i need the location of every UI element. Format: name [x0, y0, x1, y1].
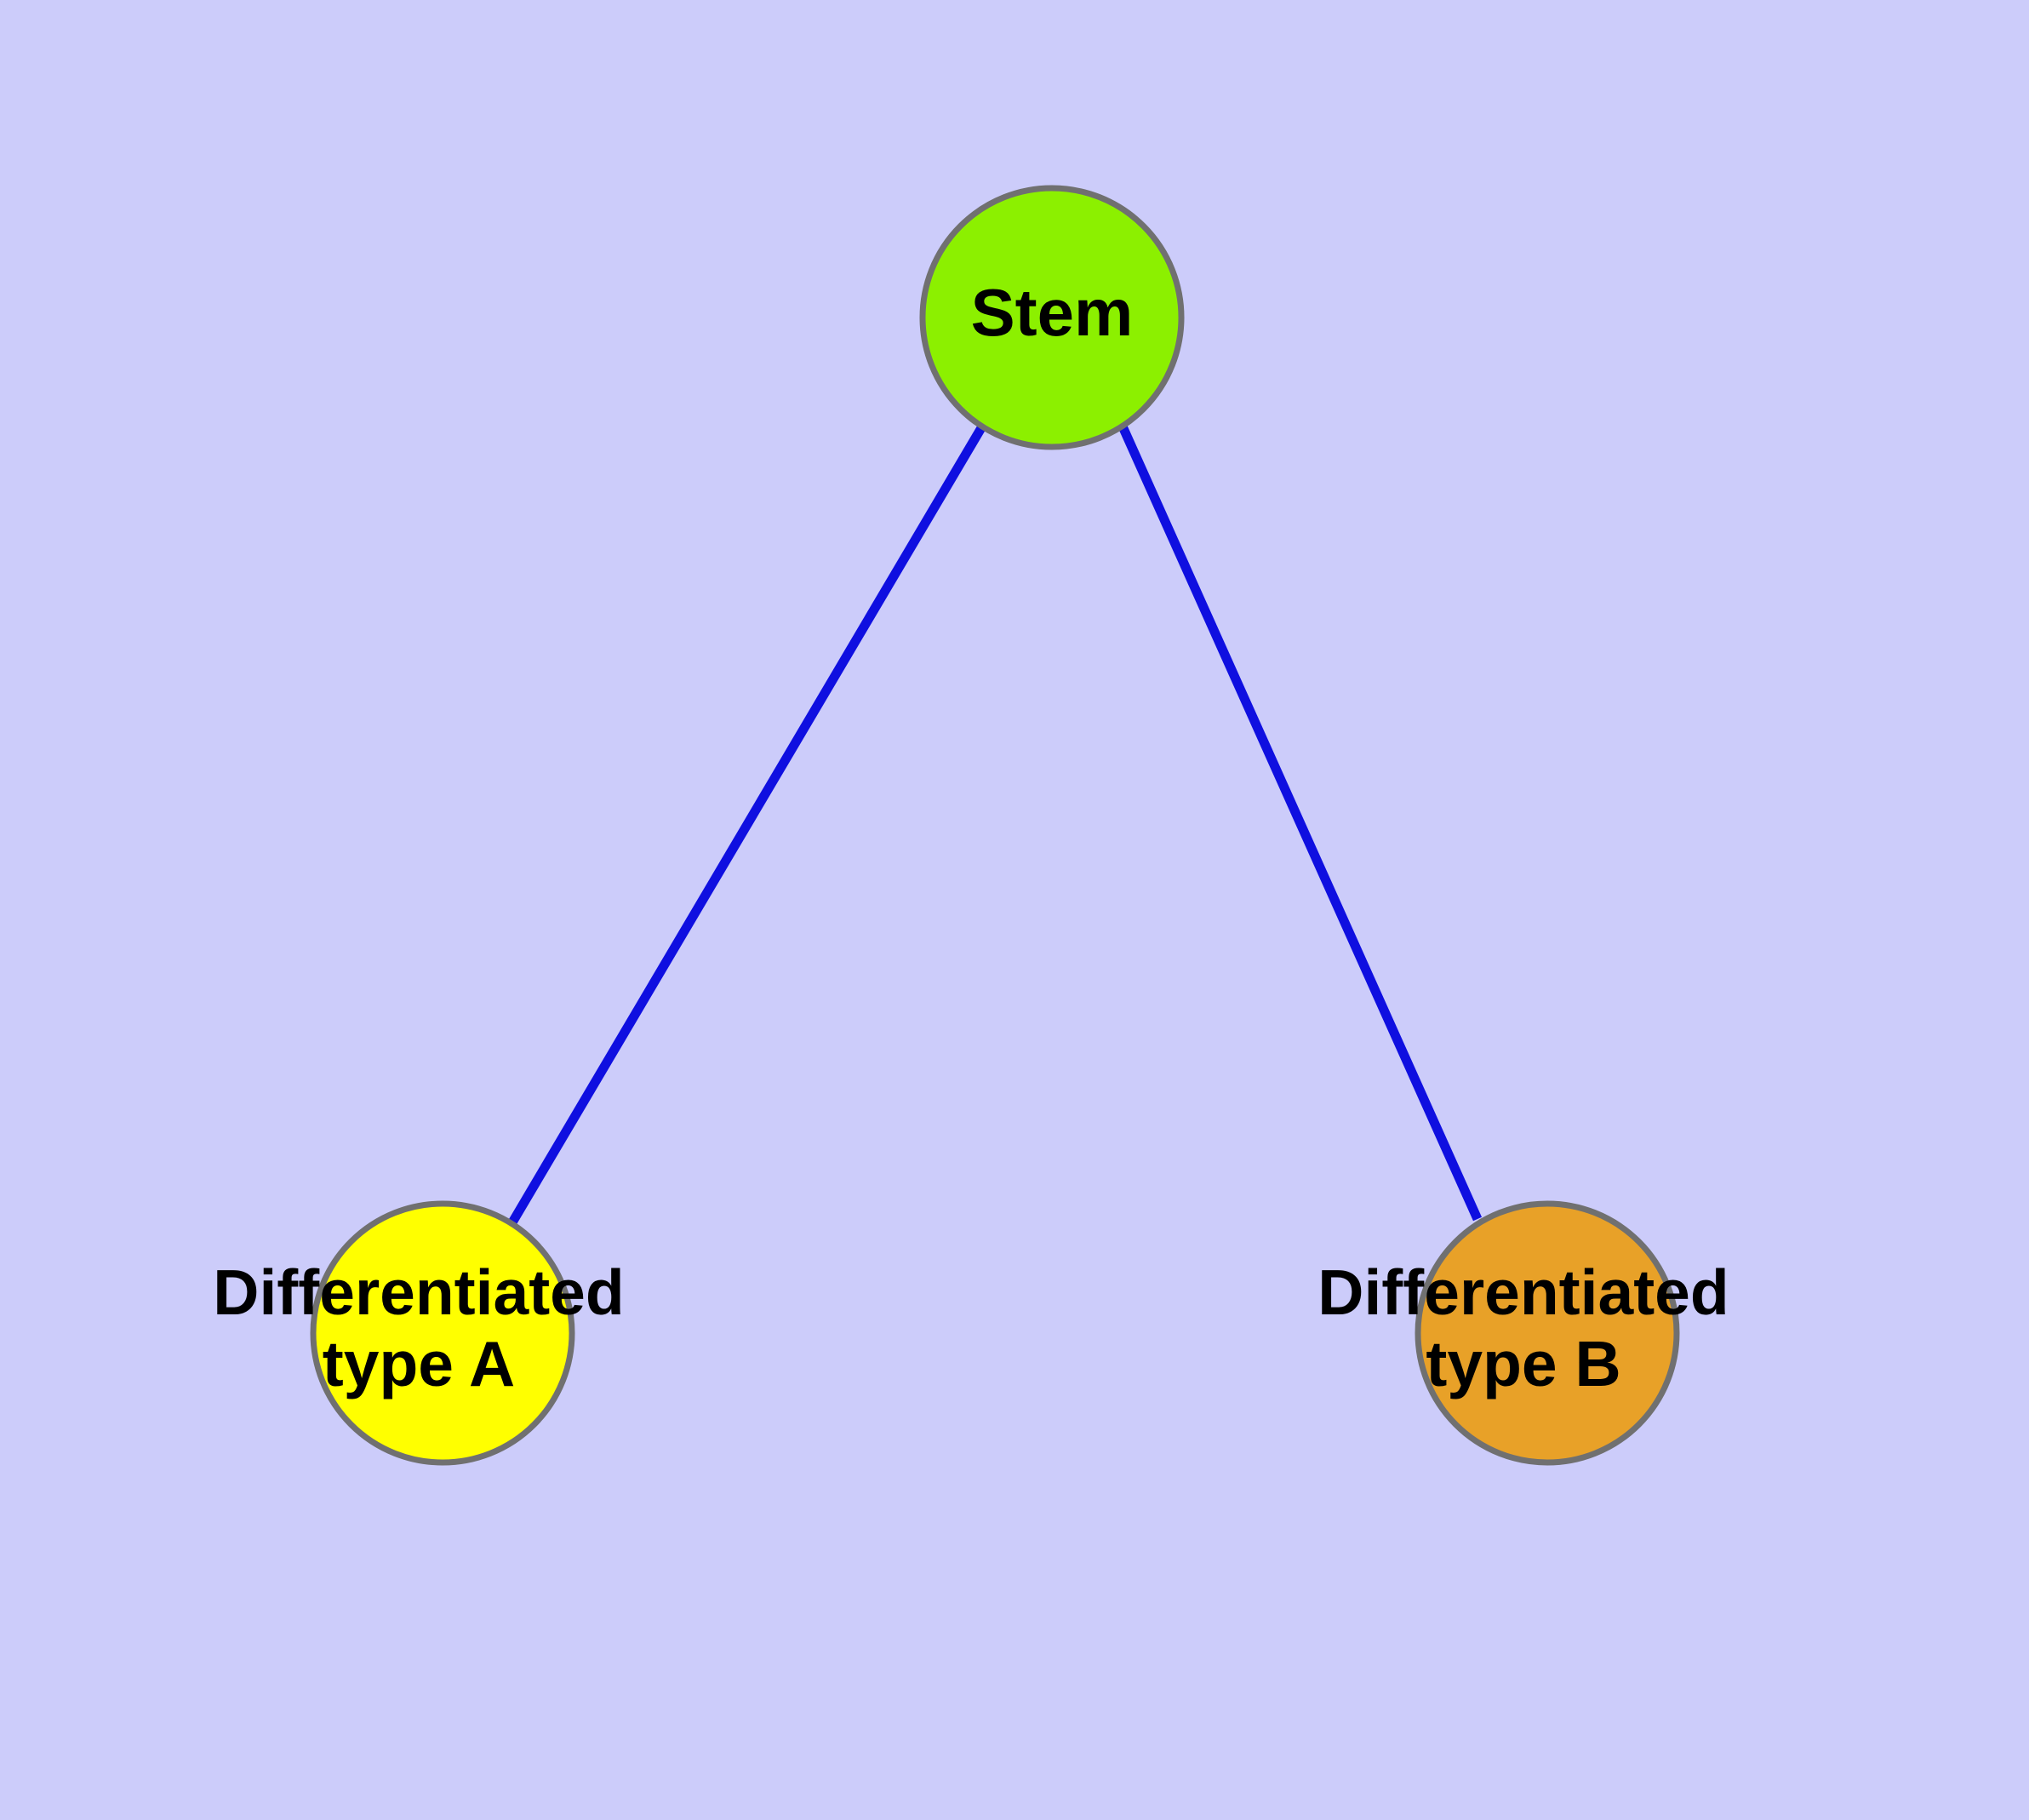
node-label-line: type A	[323, 1328, 515, 1399]
graph-node-diff-b[interactable]	[1415, 1200, 1680, 1466]
node-label-line: Differentiated	[213, 1256, 624, 1328]
graph-edge-stem-to-diff-a[interactable]	[508, 424, 986, 1225]
node-label-line: Differentiated	[1317, 1256, 1729, 1328]
node-label-stem: Stem	[971, 275, 1134, 350]
graph-edge-stem-to-diff-b[interactable]	[1117, 424, 1483, 1222]
edges-layer	[508, 424, 1483, 1225]
node-label-line: Stem	[971, 275, 1134, 350]
graph-node-stem[interactable]	[919, 185, 1185, 450]
node-label-line: type B	[1426, 1328, 1620, 1399]
nodes-layer	[310, 185, 1680, 1466]
graph-node-diff-a[interactable]	[310, 1200, 575, 1466]
